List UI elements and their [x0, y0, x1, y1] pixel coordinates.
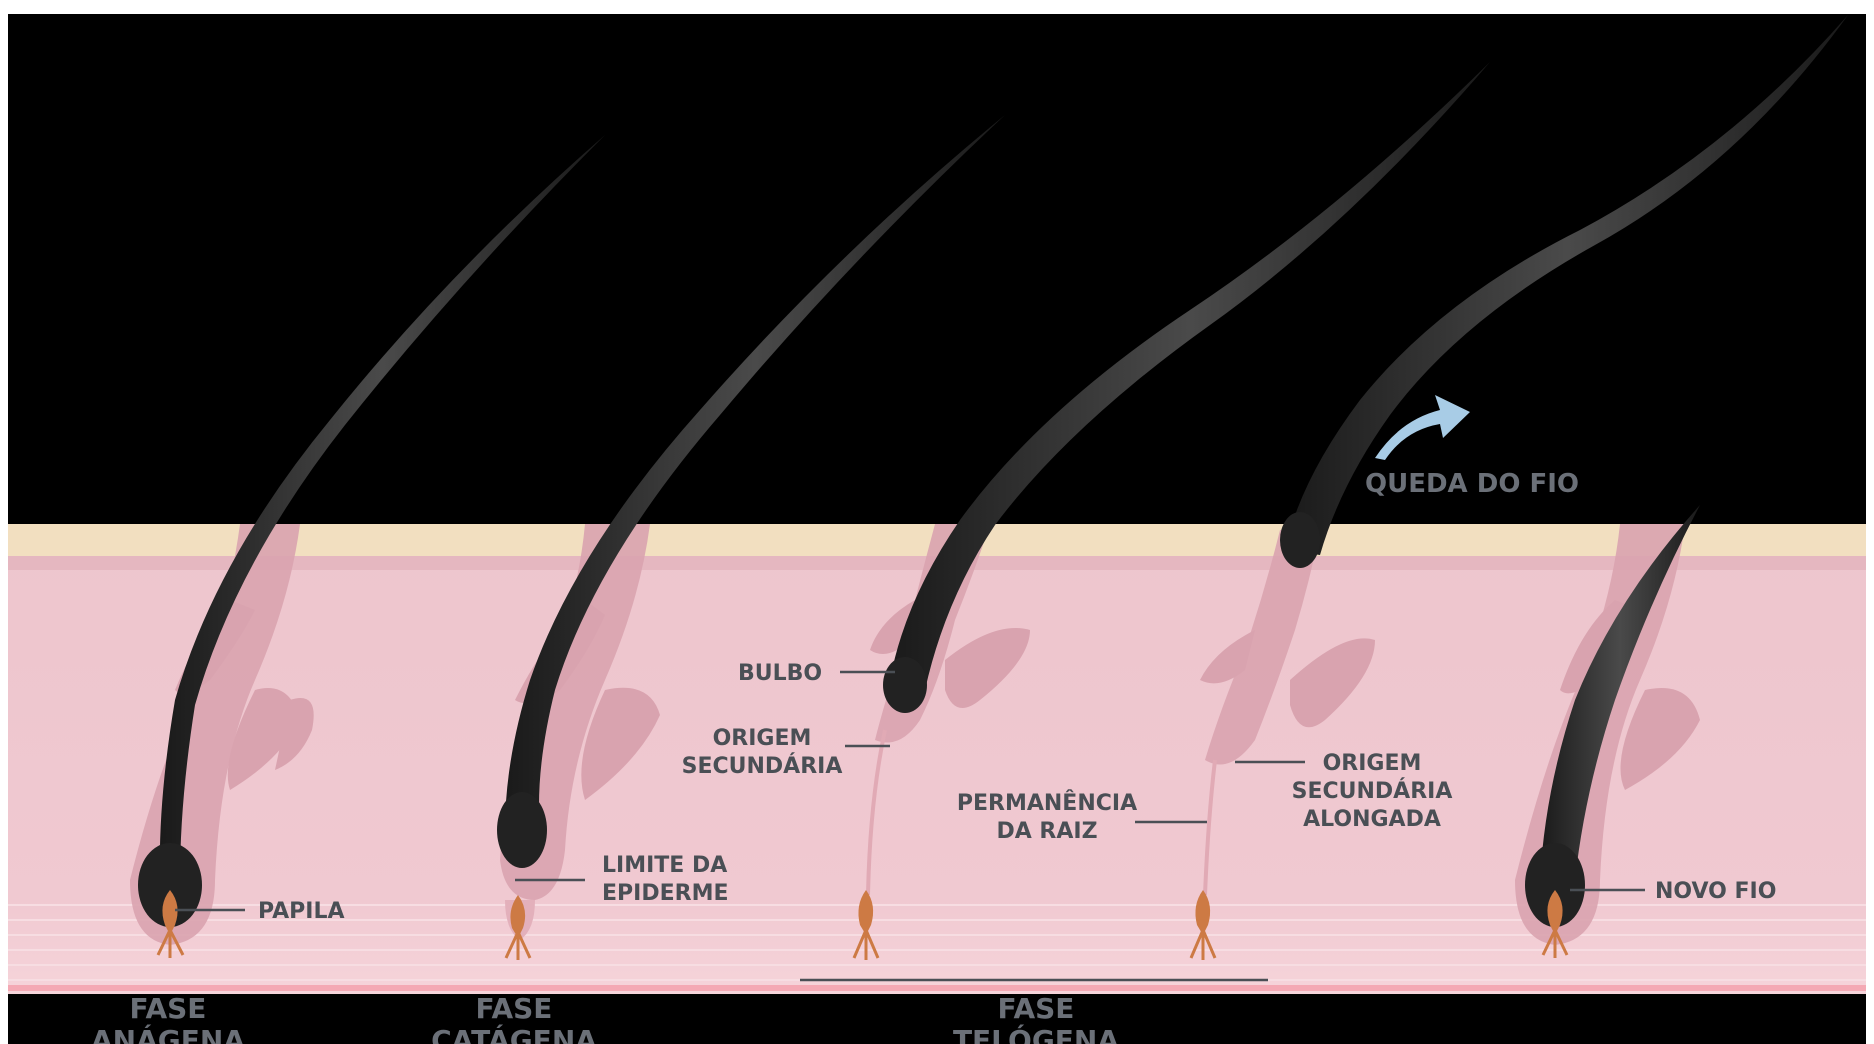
phase-anagena-line1: FASE: [130, 992, 207, 1025]
label-origem-alongada-line3: ALONGADA: [1303, 807, 1441, 832]
label-origem-line1: ORIGEM: [713, 726, 812, 751]
phase-telogena-line2: TELÓGENA: [953, 1023, 1119, 1044]
label-bulbo: BULBO: [738, 661, 822, 686]
label-papila: PAPILA: [258, 899, 345, 924]
label-origem-alongada-line1: ORIGEM: [1323, 751, 1422, 776]
label-limite-line2: EPIDERME: [602, 881, 729, 906]
label-permanencia-line2: DA RAIZ: [996, 819, 1097, 844]
phase-catagena-line2: CATÁGENA: [431, 1023, 597, 1044]
bulb-telogena-1: [883, 657, 927, 713]
bulb-catagena: [497, 792, 547, 868]
bottom-band: [8, 994, 1866, 1044]
label-origem-alongada-line2: SECUNDÁRIA: [1292, 778, 1453, 804]
bulb-telogena-2: [1280, 512, 1320, 568]
label-origem-line2: SECUNDÁRIA: [682, 753, 843, 779]
phase-anagena-line2: ANÁGENA: [91, 1023, 245, 1044]
label-novo-fio: NOVO FIO: [1655, 879, 1776, 904]
phase-catagena-line1: FASE: [476, 992, 553, 1025]
label-permanencia-line1: PERMANÊNCIA: [957, 790, 1137, 816]
label-limite-line1: LIMITE DA: [602, 853, 727, 878]
phase-telogena-line1: FASE: [998, 992, 1075, 1025]
label-queda-do-fio: QUEDA DO FIO: [1365, 469, 1579, 499]
skin-bottom-edge: [8, 985, 1866, 991]
sky-background: [8, 14, 1866, 524]
